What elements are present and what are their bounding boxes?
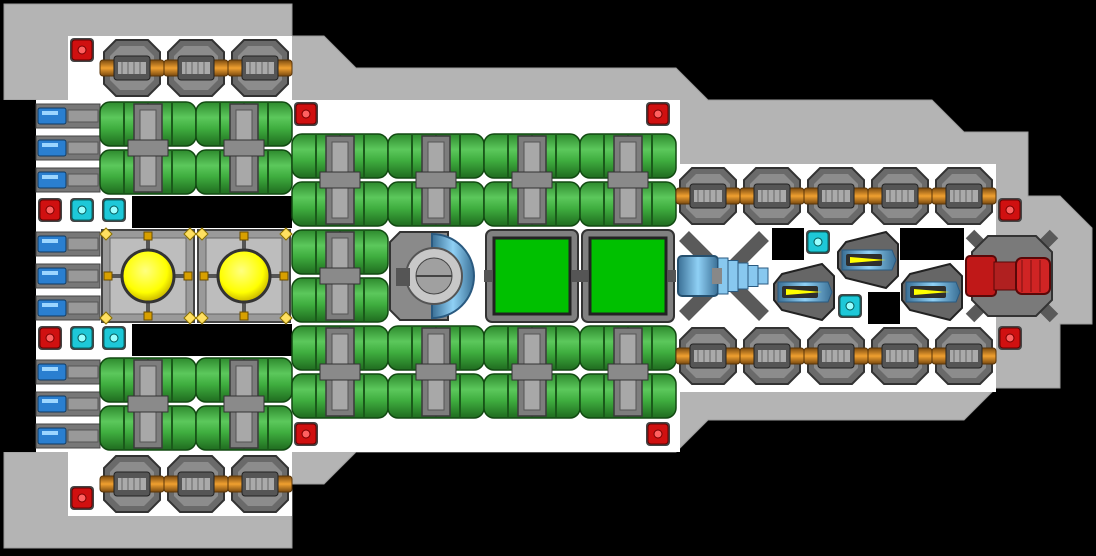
missile-launcher[interactable] xyxy=(901,262,963,322)
gun-turret[interactable] xyxy=(163,39,229,97)
red-connector[interactable] xyxy=(70,38,94,62)
control-screen[interactable] xyxy=(580,229,676,323)
missile-launcher[interactable] xyxy=(837,230,899,290)
tank-module[interactable] xyxy=(195,357,293,451)
red-connector[interactable] xyxy=(38,198,62,222)
gun-turret[interactable] xyxy=(227,39,293,97)
red-connector[interactable] xyxy=(998,198,1022,222)
cockpit-dome[interactable] xyxy=(389,231,475,321)
gun-turret[interactable] xyxy=(163,455,229,513)
tank-module[interactable] xyxy=(579,325,677,419)
battery-cell[interactable] xyxy=(35,135,101,161)
void-gap xyxy=(868,292,900,324)
gun-turret[interactable] xyxy=(931,327,997,385)
red-connector[interactable] xyxy=(646,422,670,446)
cyan-connector[interactable] xyxy=(838,294,862,318)
cyan-connector[interactable] xyxy=(70,326,94,350)
tank-module[interactable] xyxy=(99,357,197,451)
tank-module[interactable] xyxy=(291,229,389,323)
gun-turret[interactable] xyxy=(867,327,933,385)
gun-turret[interactable] xyxy=(931,167,997,225)
void-gap xyxy=(132,196,292,228)
tank-module[interactable] xyxy=(291,133,389,227)
missile-launcher[interactable] xyxy=(773,262,835,322)
reactor-core[interactable] xyxy=(195,227,293,325)
gun-turret[interactable] xyxy=(227,455,293,513)
gun-turret[interactable] xyxy=(739,167,805,225)
gun-turret[interactable] xyxy=(867,167,933,225)
control-screen[interactable] xyxy=(484,229,580,323)
battery-cell[interactable] xyxy=(35,167,101,193)
battery-cell[interactable] xyxy=(35,391,101,417)
thruster[interactable] xyxy=(965,229,1059,323)
gun-turret[interactable] xyxy=(739,327,805,385)
red-connector[interactable] xyxy=(998,326,1022,350)
tank-module[interactable] xyxy=(483,133,581,227)
gun-turret[interactable] xyxy=(675,167,741,225)
gun-turret[interactable] xyxy=(675,327,741,385)
gun-turret[interactable] xyxy=(803,327,869,385)
tank-module[interactable] xyxy=(195,101,293,195)
battery-cell[interactable] xyxy=(35,263,101,289)
battery-cell[interactable] xyxy=(35,359,101,385)
battery-cell[interactable] xyxy=(35,103,101,129)
void-gap xyxy=(900,228,964,260)
red-connector[interactable] xyxy=(294,422,318,446)
red-connector[interactable] xyxy=(38,326,62,350)
red-connector[interactable] xyxy=(294,102,318,126)
gun-turret[interactable] xyxy=(99,39,165,97)
red-connector[interactable] xyxy=(70,486,94,510)
gun-turret[interactable] xyxy=(803,167,869,225)
tank-module[interactable] xyxy=(579,133,677,227)
void-gap xyxy=(132,324,292,356)
tank-module[interactable] xyxy=(291,325,389,419)
tank-module[interactable] xyxy=(99,101,197,195)
cyan-connector[interactable] xyxy=(806,230,830,254)
module-layer xyxy=(35,38,1059,513)
cyan-connector[interactable] xyxy=(102,326,126,350)
red-connector[interactable] xyxy=(646,102,670,126)
battery-cell[interactable] xyxy=(35,423,101,449)
engine-nozzle[interactable] xyxy=(677,231,769,321)
battery-cell[interactable] xyxy=(35,231,101,257)
cyan-connector[interactable] xyxy=(102,198,126,222)
cyan-connector[interactable] xyxy=(70,198,94,222)
reactor-core[interactable] xyxy=(99,227,197,325)
gun-turret[interactable] xyxy=(99,455,165,513)
tank-module[interactable] xyxy=(483,325,581,419)
void-gap xyxy=(0,100,36,452)
tank-module[interactable] xyxy=(387,325,485,419)
tank-module[interactable] xyxy=(387,133,485,227)
void-gap xyxy=(772,228,804,260)
battery-cell[interactable] xyxy=(35,295,101,321)
